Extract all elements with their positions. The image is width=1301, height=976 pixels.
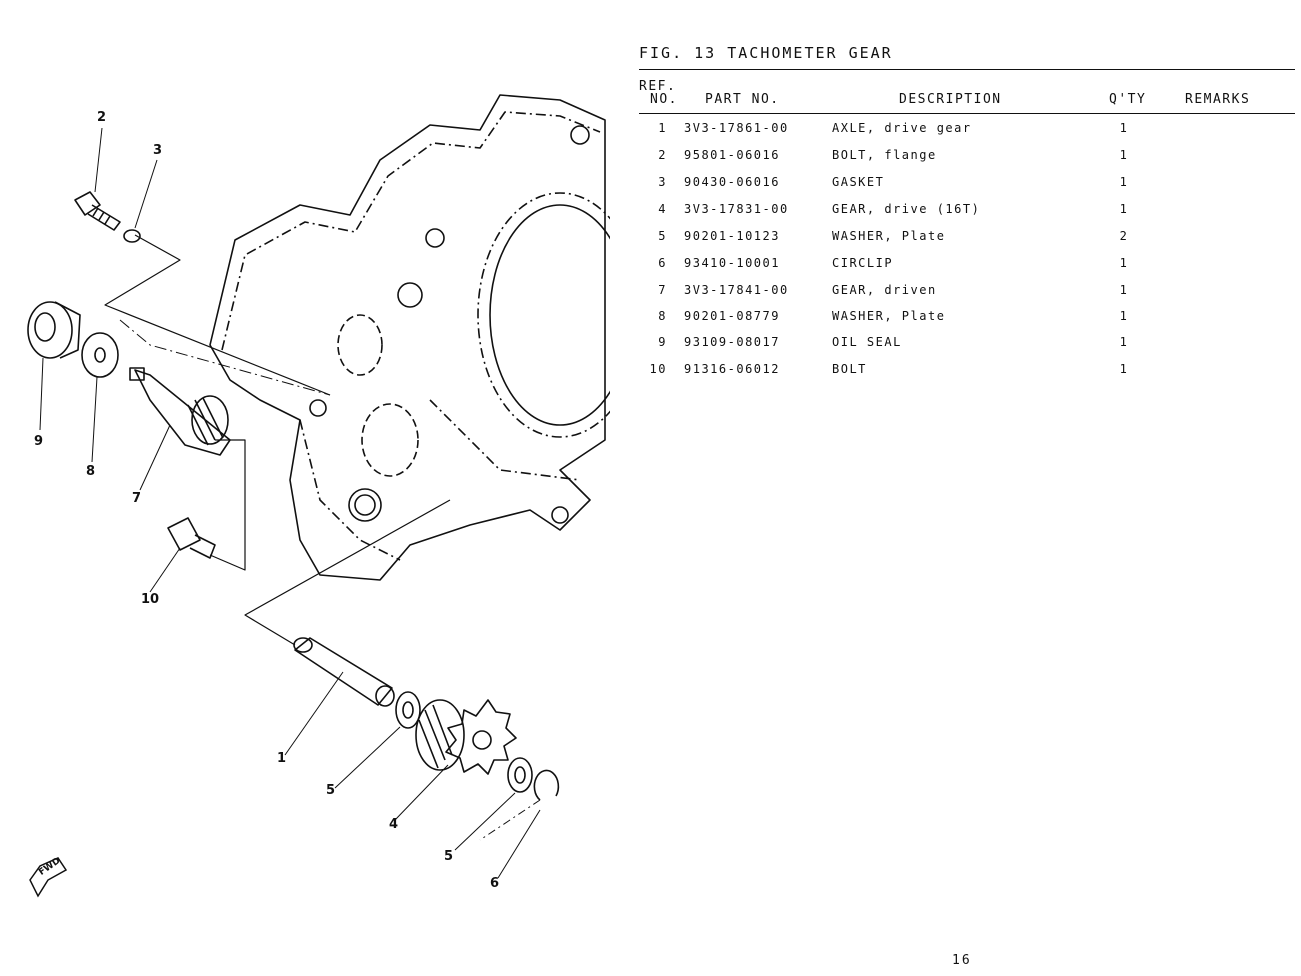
qty: 1 [1119, 175, 1129, 189]
driven-gear-drawing [129, 367, 231, 456]
ref-no: 5 [658, 229, 667, 243]
callout-6: 6 [490, 876, 500, 891]
table-row: 1 3V3-17861-00 AXLE, drive gear 1 [639, 121, 1295, 141]
part-no: 93410-10001 [684, 256, 780, 270]
page-number: 16 [952, 953, 972, 968]
part-no: 93109-08017 [684, 335, 780, 349]
gasket-drawing [123, 229, 141, 243]
table-row: 2 95801-06016 BOLT, flange 1 [639, 148, 1295, 168]
callout-1: 1 [277, 751, 287, 766]
ref-no: 3 [658, 175, 667, 189]
ref-no: 6 [658, 256, 667, 270]
table-row: 9 93109-08017 OIL SEAL 1 [639, 335, 1295, 355]
qty: 1 [1119, 309, 1129, 323]
description: OIL SEAL [832, 335, 902, 349]
axle-drawing [293, 637, 395, 707]
header-ref: REF. [639, 79, 677, 94]
table-row: 4 3V3-17831-00 GEAR, drive (16T) 1 [639, 202, 1295, 222]
header-rule [639, 113, 1295, 114]
ref-no: 2 [658, 148, 667, 162]
part-no: 95801-06016 [684, 148, 780, 162]
part-no: 3V3-17831-00 [684, 202, 789, 216]
part-no: 91316-06012 [684, 362, 780, 376]
description: WASHER, Plate [832, 309, 946, 323]
callout-5a: 5 [326, 783, 336, 798]
table-row: 3 90430-06016 GASKET 1 [639, 175, 1295, 195]
figure-title: FIG. 13 TACHOMETER GEAR [639, 44, 893, 62]
circlip-drawing [533, 769, 560, 801]
title-rule [639, 69, 1295, 70]
oil-seal-drawing [27, 301, 81, 359]
part-no: 90201-08779 [684, 309, 780, 323]
fwd-arrow-icon [29, 857, 68, 898]
bolt-10-drawing [167, 517, 216, 559]
header-remarks: REMARKS [1185, 92, 1251, 107]
bolt-flange-drawing [74, 191, 121, 231]
qty: 1 [1119, 256, 1129, 270]
diagram-drawing [27, 94, 643, 898]
callout-5b: 5 [444, 849, 454, 864]
description: AXLE, drive gear [832, 121, 972, 135]
description: GASKET [832, 175, 885, 189]
qty: 1 [1119, 362, 1129, 376]
exploded-diagram: 2 3 9 8 7 10 1 5 4 5 6 FWD [0, 0, 643, 972]
ref-no: 10 [649, 362, 667, 376]
washer-5a-drawing [395, 691, 421, 729]
crankcase-outline [209, 94, 606, 581]
table-row: 5 90201-10123 WASHER, Plate 2 [639, 229, 1295, 249]
header-qty: Q'TY [1109, 92, 1147, 107]
ref-no: 8 [658, 309, 667, 323]
qty: 1 [1119, 202, 1129, 216]
table-row: 8 90201-08779 WASHER, Plate 1 [639, 309, 1295, 329]
table-row: 10 91316-06012 BOLT 1 [639, 362, 1295, 382]
callout-9: 9 [34, 434, 44, 449]
callout-3: 3 [153, 143, 163, 158]
callout-4: 4 [389, 817, 399, 832]
part-no: 3V3-17861-00 [684, 121, 789, 135]
part-no: 3V3-17841-00 [684, 283, 789, 297]
qty: 1 [1119, 283, 1129, 297]
qty: 1 [1119, 148, 1129, 162]
callout-10: 10 [141, 592, 160, 607]
crankcase-bore [489, 204, 631, 426]
ref-no: 4 [658, 202, 667, 216]
drive-gear-drawing [415, 699, 517, 775]
header-no: NO. [650, 92, 678, 107]
description: BOLT [832, 362, 867, 376]
part-no: 90201-10123 [684, 229, 780, 243]
washer-8-drawing [81, 332, 119, 378]
qty: 1 [1119, 121, 1129, 135]
callout-7: 7 [132, 491, 142, 506]
ref-no: 1 [658, 121, 667, 135]
header-part-no: PART NO. [705, 92, 780, 107]
ref-no: 9 [658, 335, 667, 349]
header-description: DESCRIPTION [899, 92, 1002, 107]
callout-8: 8 [86, 464, 96, 479]
description: CIRCLIP [832, 256, 894, 270]
table-row: 7 3V3-17841-00 GEAR, driven 1 [639, 283, 1295, 303]
ref-no: 7 [658, 283, 667, 297]
washer-5b-drawing [507, 757, 533, 793]
description: GEAR, drive (16T) [832, 202, 981, 216]
callout-2: 2 [97, 110, 107, 125]
qty: 1 [1119, 335, 1129, 349]
description: BOLT, flange [832, 148, 937, 162]
part-no: 90430-06016 [684, 175, 780, 189]
qty: 2 [1119, 229, 1129, 243]
description: GEAR, driven [832, 283, 937, 297]
description: WASHER, Plate [832, 229, 946, 243]
table-row: 6 93410-10001 CIRCLIP 1 [639, 256, 1295, 276]
